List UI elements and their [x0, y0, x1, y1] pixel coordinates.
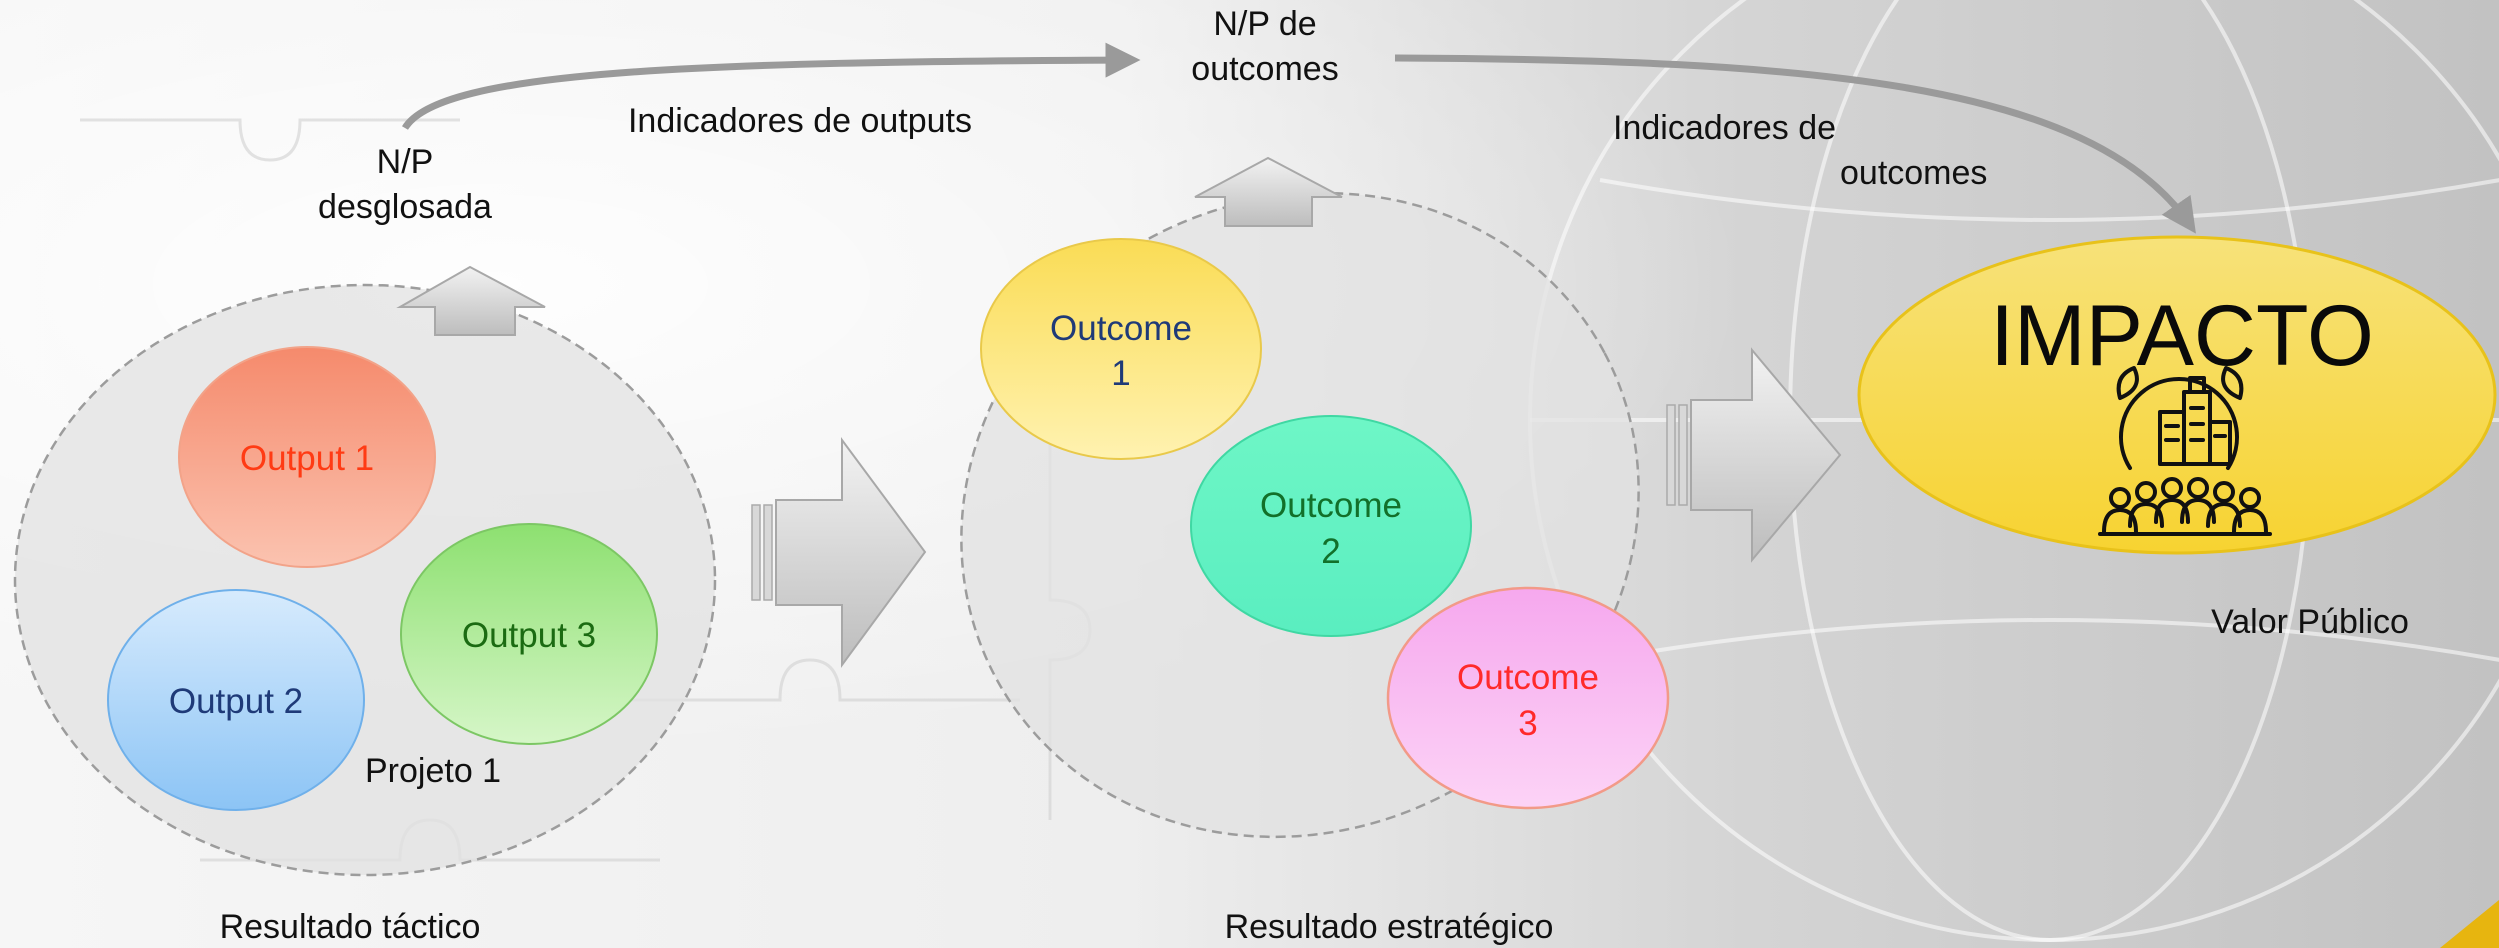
outcome-1-label-line2: 1 — [1111, 354, 1130, 393]
resultado-tactico-label: Resultado táctico — [220, 908, 481, 946]
right-arrow-icon — [1666, 347, 1842, 563]
outcomes-to-impact-connector — [1394, 54, 2196, 234]
outputs-to-outcomes-connector — [402, 42, 1141, 130]
outcome-3-label-line1: Outcome — [1457, 658, 1599, 697]
outcome-2-label-line1: Outcome — [1260, 486, 1402, 525]
valor-publico-label: Valor Público — [2211, 603, 2409, 641]
output-3-label: Output 3 — [462, 616, 596, 655]
impact-title: IMPACTO — [1990, 288, 2374, 384]
right-arrow-icon — [751, 436, 927, 669]
np-desglosada-label-line1: N/P — [377, 143, 434, 181]
outcome-2-circle — [1190, 415, 1472, 637]
indicadores-outputs-label: Indicadores de outputs — [628, 102, 972, 140]
np-outcomes-label-line1: N/P de — [1213, 5, 1316, 43]
indicadores-outcomes-label-line1: Indicadores de — [1613, 109, 1836, 147]
outcome-3-circle — [1386, 586, 1670, 810]
output-2-circle — [107, 589, 365, 811]
community-city-impact-icon — [2098, 366, 2272, 536]
outcome-1-label-line1: Outcome — [1050, 309, 1192, 348]
outcome-2-label-line2: 2 — [1321, 532, 1340, 571]
projeto-label: Projeto 1 — [365, 752, 501, 790]
indicadores-outcomes-label-line2: outcomes — [1840, 154, 1987, 192]
outcome-1-circle — [980, 238, 1262, 460]
output-3-circle — [400, 523, 658, 745]
np-desglosada-label-line2: desglosada — [318, 188, 492, 226]
resultado-estrategico-label: Resultado estratégico — [1225, 908, 1554, 946]
output-1-label: Output 1 — [240, 439, 374, 478]
up-arrow-icon — [396, 265, 546, 336]
outcome-3-label-line2: 3 — [1518, 704, 1537, 743]
np-outcomes-label-line2: outcomes — [1191, 50, 1338, 88]
up-arrow-icon — [1194, 156, 1343, 227]
output-2-label: Output 2 — [169, 682, 303, 721]
output-1-circle — [178, 346, 436, 568]
impact-ellipse — [1857, 235, 2497, 555]
